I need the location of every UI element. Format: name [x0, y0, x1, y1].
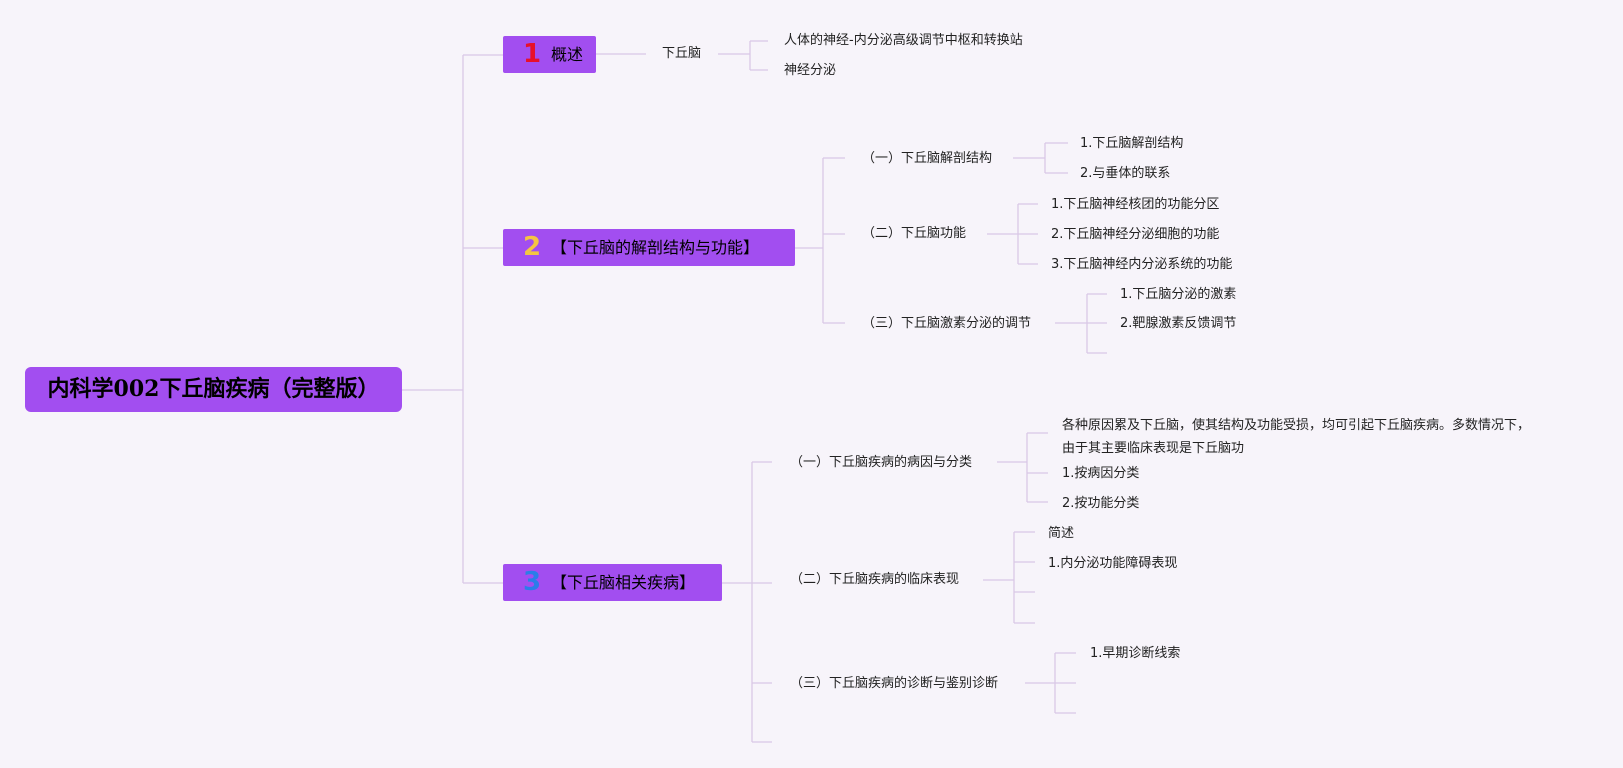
- leaf[interactable]: 神经分泌: [784, 63, 837, 78]
- branch-number: 2: [523, 232, 542, 262]
- leaf[interactable]: 2.与垂体的联系: [1080, 166, 1171, 181]
- leaf-description[interactable]: 各种原因累及下丘脑，使其结构及功能受损，均可引起下丘脑疾病。多数情况下，由于其主…: [1062, 418, 1531, 456]
- leaf[interactable]: 1.下丘脑解剖结构: [1080, 136, 1184, 151]
- subtopic[interactable]: （三）下丘脑激素分泌的调节: [862, 316, 1032, 331]
- leaf[interactable]: 2.靶腺激素反馈调节: [1120, 316, 1237, 331]
- branch-label: 【下丘脑的解剖结构与功能】: [551, 238, 760, 257]
- branch-related-diseases[interactable]: 3 【下丘脑相关疾病】: [503, 564, 722, 601]
- leaf[interactable]: 1.下丘脑神经核团的功能分区: [1051, 197, 1220, 212]
- leaf[interactable]: 1.按病因分类: [1062, 466, 1140, 481]
- subtopic[interactable]: （一）下丘脑解剖结构: [862, 151, 993, 166]
- subtopic[interactable]: （二）下丘脑功能: [862, 226, 967, 241]
- leaf[interactable]: 2.下丘脑神经分泌细胞的功能: [1051, 227, 1220, 242]
- leaf[interactable]: 人体的神经-内分泌高级调节中枢和转换站: [784, 33, 1023, 48]
- topic-hypothalamus[interactable]: 下丘脑: [662, 46, 702, 61]
- leaf[interactable]: 3.下丘脑神经内分泌系统的功能: [1051, 257, 1233, 272]
- root-topic[interactable]: 内科学002下丘脑疾病（完整版）: [25, 367, 402, 412]
- branch-number: 1: [523, 39, 542, 69]
- leaf[interactable]: 2.按功能分类: [1062, 496, 1140, 511]
- branch-label: 【下丘脑相关疾病】: [551, 573, 696, 592]
- leaf[interactable]: 1.下丘脑分泌的激素: [1120, 287, 1237, 302]
- subtopic[interactable]: （二）下丘脑疾病的临床表现: [790, 572, 960, 587]
- subtopic[interactable]: （三）下丘脑疾病的诊断与鉴别诊断: [790, 676, 999, 691]
- leaf[interactable]: 1.早期诊断线索: [1090, 646, 1181, 661]
- branch-number: 3: [523, 567, 542, 597]
- subtopic[interactable]: （一）下丘脑疾病的病因与分类: [790, 455, 973, 470]
- branch-label: 概述: [551, 45, 584, 64]
- leaf[interactable]: 简述: [1048, 526, 1075, 541]
- branch-anatomy-function[interactable]: 2 【下丘脑的解剖结构与功能】: [503, 229, 795, 266]
- leaf[interactable]: 1.内分泌功能障碍表现: [1048, 556, 1178, 571]
- branch-overview[interactable]: 1 概述: [503, 36, 596, 73]
